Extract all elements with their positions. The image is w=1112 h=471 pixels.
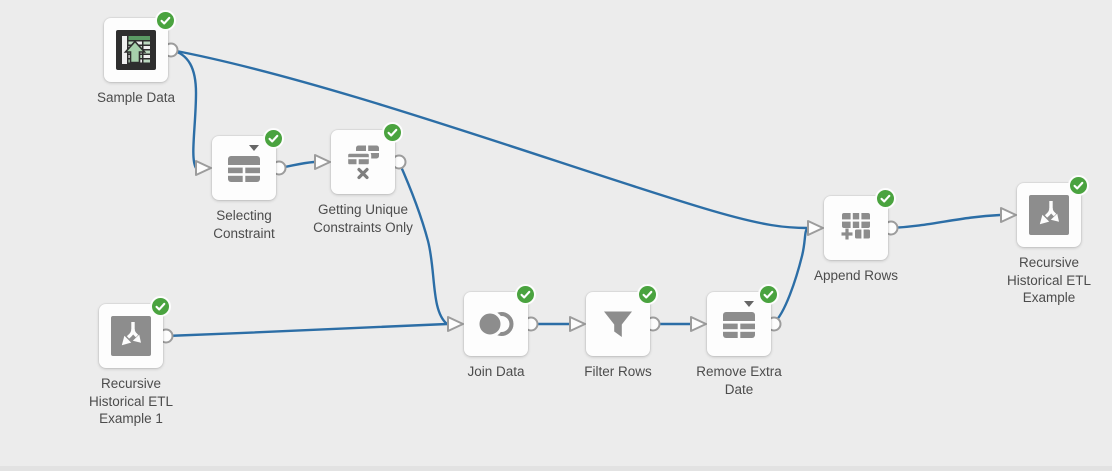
check-icon bbox=[160, 16, 171, 25]
check-icon bbox=[642, 290, 653, 299]
input-arrow[interactable] bbox=[447, 316, 464, 332]
status-check-badge bbox=[155, 10, 176, 31]
check-icon bbox=[387, 128, 398, 137]
node-label[interactable]: Remove Extra Date bbox=[696, 364, 782, 397]
node-label[interactable]: Join Data bbox=[467, 364, 525, 379]
check-icon bbox=[880, 194, 891, 203]
status-check-badge bbox=[150, 296, 171, 317]
node-box[interactable] bbox=[1017, 183, 1081, 247]
node-recursive-historical-etl-example[interactable]: Recursive Historical ETL Example bbox=[1007, 175, 1091, 305]
node-label[interactable]: Filter Rows bbox=[584, 364, 652, 379]
union-rows-icon bbox=[841, 213, 870, 240]
node-box[interactable] bbox=[586, 292, 650, 356]
options-caret-icon[interactable] bbox=[249, 145, 259, 151]
check-icon bbox=[268, 134, 279, 143]
status-check-badge bbox=[382, 122, 403, 143]
check-icon bbox=[763, 290, 774, 299]
input-arrow[interactable] bbox=[690, 316, 707, 332]
node-box[interactable] bbox=[824, 196, 888, 260]
node-box[interactable] bbox=[707, 292, 771, 356]
check-icon bbox=[155, 302, 166, 311]
connection-line[interactable] bbox=[397, 160, 449, 326]
node-label[interactable]: Sample Data bbox=[96, 90, 176, 105]
input-arrow[interactable] bbox=[314, 154, 331, 170]
input-arrow[interactable] bbox=[569, 316, 586, 332]
node-remove-extra-date[interactable]: Remove Extra Date bbox=[696, 284, 782, 397]
status-check-badge bbox=[515, 284, 536, 305]
node-box[interactable] bbox=[331, 130, 395, 194]
flow-branch-icon bbox=[111, 316, 151, 356]
node-recursive-historical-etl-example-1[interactable]: Recursive Historical ETL Example 1 bbox=[89, 296, 173, 426]
spreadsheet-upload-icon bbox=[116, 30, 156, 70]
status-check-badge bbox=[1068, 175, 1089, 196]
filter-funnel-icon bbox=[604, 311, 632, 337]
status-check-badge bbox=[875, 188, 896, 209]
node-label[interactable]: Getting Unique Constraints Only bbox=[313, 202, 413, 235]
check-icon bbox=[1073, 181, 1084, 190]
clean-table-icon bbox=[723, 312, 755, 338]
clean-table-icon bbox=[228, 156, 260, 182]
connection-line[interactable] bbox=[164, 322, 449, 338]
remove-duplicates-icon bbox=[345, 145, 379, 180]
canvas-bottom-edge bbox=[0, 466, 1112, 471]
flow-branch-icon bbox=[1029, 195, 1069, 235]
connection-line[interactable] bbox=[169, 48, 810, 230]
connection-line[interactable] bbox=[169, 48, 198, 170]
join-circles-icon bbox=[476, 310, 514, 338]
input-arrow[interactable] bbox=[1000, 207, 1017, 223]
node-label[interactable]: Append Rows bbox=[813, 268, 899, 283]
node-label[interactable]: Recursive Historical ETL Example 1 bbox=[88, 376, 174, 426]
node-join-data[interactable]: Join Data bbox=[464, 284, 536, 379]
status-check-badge bbox=[758, 284, 779, 305]
connection-line[interactable] bbox=[889, 213, 1002, 230]
node-append-rows[interactable]: Append Rows bbox=[814, 188, 898, 283]
options-caret-icon[interactable] bbox=[744, 301, 754, 307]
node-filter-rows[interactable]: Filter Rows bbox=[584, 284, 658, 379]
status-check-badge bbox=[263, 128, 284, 149]
check-icon bbox=[520, 290, 531, 299]
node-box[interactable] bbox=[99, 304, 163, 368]
connection-line[interactable] bbox=[772, 226, 810, 325]
node-selecting-constraint[interactable]: Selecting Constraint bbox=[212, 128, 284, 241]
status-check-badge bbox=[637, 284, 658, 305]
node-sample-data[interactable]: Sample Data bbox=[97, 10, 176, 105]
node-getting-unique-constraints-only[interactable]: Getting Unique Constraints Only bbox=[313, 122, 413, 235]
node-box[interactable] bbox=[212, 136, 276, 200]
node-label[interactable]: Recursive Historical ETL Example bbox=[1006, 255, 1092, 305]
node-box[interactable] bbox=[104, 18, 168, 82]
node-label[interactable]: Selecting Constraint bbox=[213, 208, 275, 241]
input-arrow[interactable] bbox=[807, 220, 824, 236]
input-arrow[interactable] bbox=[195, 160, 212, 176]
node-box[interactable] bbox=[464, 292, 528, 356]
